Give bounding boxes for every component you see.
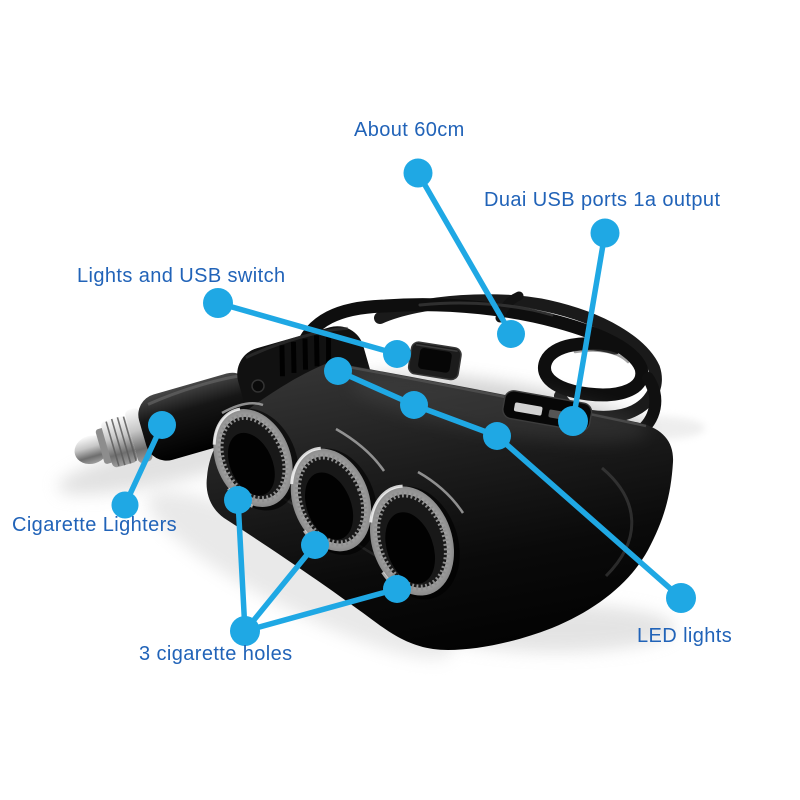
label-usb-ports: Duai USB ports 1a output xyxy=(484,189,721,211)
socket-divider-ridges xyxy=(221,402,465,514)
dot-led-3 xyxy=(483,422,511,450)
label-led-lights: LED lights xyxy=(637,625,733,647)
power-switch xyxy=(407,341,462,381)
dot-led-1 xyxy=(324,357,352,385)
dot-socket-2 xyxy=(301,531,329,559)
cigarette-socket-3 xyxy=(369,484,460,600)
line-led-2 xyxy=(411,402,500,439)
label-cigarette-lighters: Cigarette Lighters xyxy=(12,514,178,536)
cigarette-socket-1 xyxy=(212,407,299,511)
cigarette-socket-2 xyxy=(290,446,378,556)
screw-hole xyxy=(251,379,265,393)
dot-led-2 xyxy=(400,391,428,419)
line-plug xyxy=(122,422,165,508)
dot-socket-1 xyxy=(224,486,252,514)
callout-dots xyxy=(111,158,696,646)
dot-switch-label xyxy=(203,288,233,318)
label-cable-length: About 60cm xyxy=(354,119,465,141)
dot-holes-hub xyxy=(230,616,260,646)
label-switch: Lights and USB switch xyxy=(77,265,286,287)
dot-cable-target xyxy=(497,320,525,348)
line-hole-1 xyxy=(235,497,248,634)
line-hole-3 xyxy=(242,586,400,634)
dot-plug-label xyxy=(111,491,139,519)
dot-cable-label xyxy=(403,158,433,188)
dot-socket-3 xyxy=(383,575,411,603)
dot-led-label xyxy=(666,583,696,613)
dot-switch-target xyxy=(383,340,411,368)
line-hole-2 xyxy=(242,542,318,634)
line-cable xyxy=(415,170,514,337)
line-led-3 xyxy=(494,433,684,601)
dot-usb-label xyxy=(590,218,620,248)
label-cigarette-holes: 3 cigarette holes xyxy=(139,643,293,665)
dot-usb-target xyxy=(558,406,588,436)
usb-port-1 xyxy=(513,402,543,416)
dot-plug-target xyxy=(148,411,176,439)
line-switch xyxy=(215,300,400,357)
callout-lines xyxy=(122,170,684,634)
line-usb xyxy=(570,230,608,424)
